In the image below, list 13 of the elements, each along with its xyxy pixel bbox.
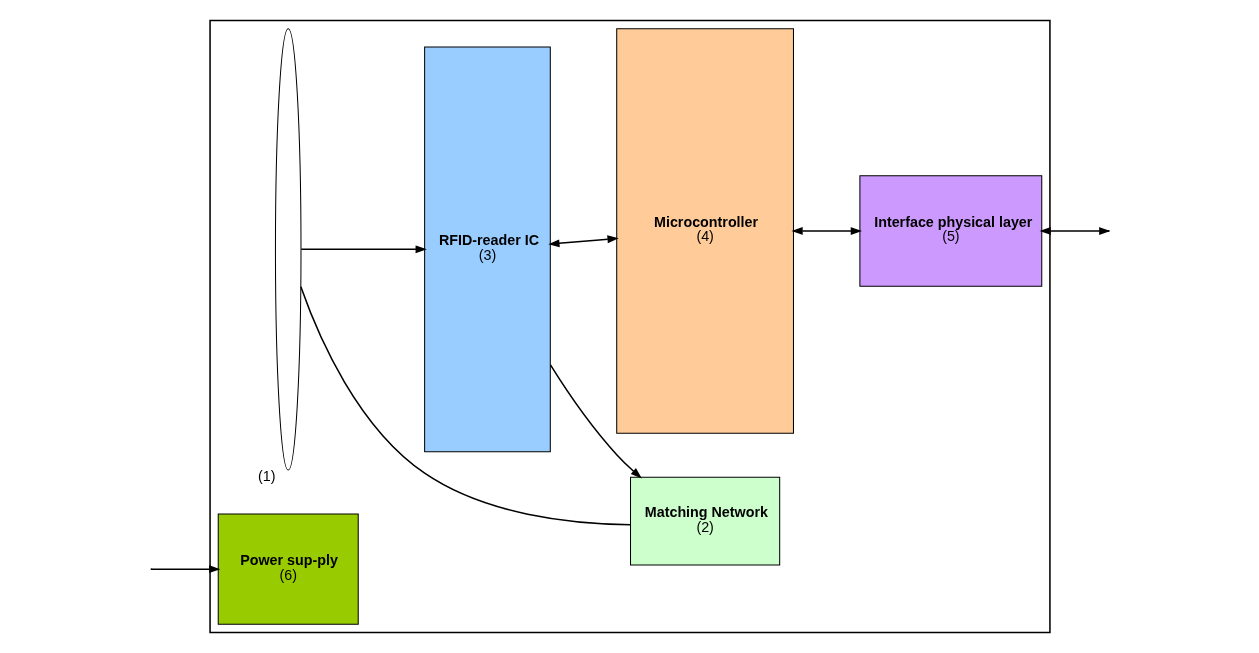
arrow [547,235,619,248]
node-box: RFID-reader IC (3) [423,46,551,453]
node-label: (1) [257,468,276,485]
arrow [790,227,862,235]
arrow [300,245,427,254]
node-box: Power sup-ply (6) [217,513,359,625]
arrow [549,364,642,479]
node-ellipse [274,28,301,471]
arrow [150,565,220,574]
node-box: Interface physical layer (5) [858,175,1042,287]
connector [299,286,631,526]
node-box: Matching Network (2) [629,476,780,566]
node-box: Microcontroller (4) [615,28,794,434]
